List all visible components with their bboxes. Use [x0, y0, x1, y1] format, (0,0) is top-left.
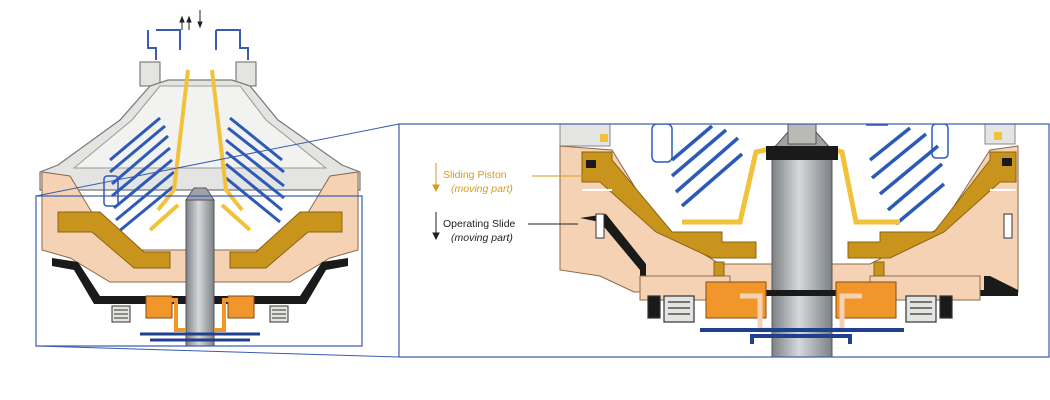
- sliding-piston-enlarged-right: [847, 151, 1017, 259]
- sliding-piston-left: [57, 211, 171, 269]
- operating-water-enlarged: [705, 261, 897, 333]
- operating-water-system: [145, 295, 255, 332]
- spindle: [185, 199, 215, 347]
- sliding-piston-enlarged-left: [581, 151, 757, 259]
- separator-cross-section: [35, 10, 363, 347]
- sliding-piston-sublabel: (moving part): [451, 183, 513, 195]
- sliding-piston-label: Sliding Piston: [443, 169, 507, 181]
- disc-stack-enlarged: [670, 124, 946, 226]
- sliding-piston-arrow-icon: [432, 163, 440, 193]
- enlarged-detail: Sliding Piston (moving part) Operating S…: [398, 123, 1050, 358]
- enlarged-frame: [398, 123, 1050, 358]
- base-plate-enlarged: [700, 328, 904, 344]
- operating-slide-sublabel: (moving part): [451, 232, 513, 244]
- outlet-housing: [147, 29, 249, 60]
- sliding-piston-right: [229, 211, 343, 269]
- spring-icon-enlarged: [647, 295, 953, 323]
- zoom-region-frame: [35, 195, 363, 347]
- zoom-connector-lines: [35, 123, 400, 358]
- operating-slide-label: Operating Slide: [443, 218, 516, 230]
- spring-icon: [111, 305, 289, 323]
- operating-slide-arrow-icon: [432, 212, 440, 241]
- spindle-enlarged: [771, 149, 833, 357]
- distributor: [148, 69, 252, 232]
- base-plate: [140, 332, 260, 342]
- flow-arrows-icon: [179, 10, 203, 30]
